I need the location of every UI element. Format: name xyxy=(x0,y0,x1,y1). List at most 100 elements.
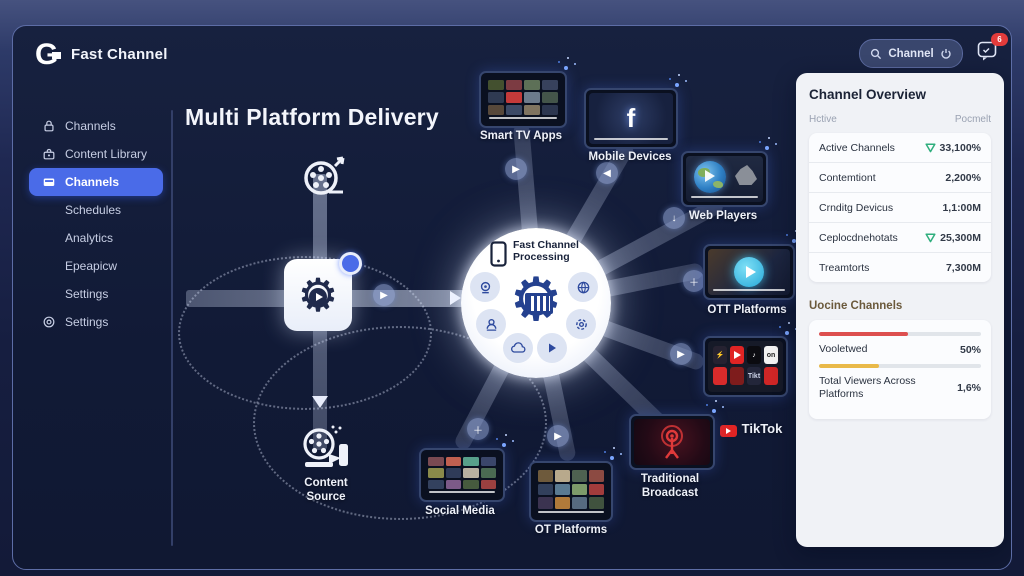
rocks-graphic xyxy=(735,165,757,185)
play-icon xyxy=(309,287,327,306)
node-label-social: Social Media xyxy=(425,505,495,517)
gear-icon: ⚙ xyxy=(297,272,338,318)
play-button-icon xyxy=(734,257,764,287)
progress-track xyxy=(819,364,981,368)
sparkle-dots xyxy=(610,456,614,460)
flow-plus-node: ＋ xyxy=(683,270,705,292)
sidebar-item-channels-active[interactable]: Channels xyxy=(29,168,163,196)
col-header-right: Pocmelt xyxy=(954,114,991,125)
play-icon xyxy=(537,333,567,363)
page-title: Multi Platform Delivery xyxy=(185,104,439,130)
sidebar-item-content-library[interactable]: Content Library xyxy=(29,140,163,168)
app-tile xyxy=(713,367,727,385)
sidebar-item-epeapicw[interactable]: Epeapicw xyxy=(29,252,163,280)
flow-play-node: ▶ xyxy=(547,425,569,447)
antenna-icon xyxy=(661,425,683,459)
cloud-icon xyxy=(503,333,533,363)
app-window: G Fast Channel Channel 6 Channels Conten… xyxy=(12,25,1012,570)
broadcast-screen xyxy=(629,409,716,470)
panel-title: Channel Overview xyxy=(809,87,927,102)
flow-dot-node: ▶ xyxy=(670,343,692,365)
webcam-icon xyxy=(470,272,500,302)
sidebar-item-analytics[interactable]: Analytics xyxy=(29,224,163,252)
table-row: Ceplocdnehotats 25,300M xyxy=(809,223,991,253)
brand-logo-icon: G xyxy=(35,38,69,72)
processing-gear-box: ⚙ xyxy=(284,259,352,331)
content-source-icon xyxy=(295,424,355,481)
table-row: Treamtorts 7,300M xyxy=(819,261,981,274)
notifications-button[interactable]: 6 xyxy=(977,33,1008,63)
sidebar-item-label: Channels xyxy=(65,119,116,133)
progress-card: Vooletwed 50% Total Viewers Across Platf… xyxy=(809,320,991,419)
sparkle-dots xyxy=(785,331,789,335)
sidebar-item-settings[interactable]: Settings xyxy=(29,280,163,308)
sidebar-item-label: Epeapicw xyxy=(65,259,118,273)
flow-down-node: ↓ xyxy=(663,207,685,229)
mobile-devices-screen: f xyxy=(584,83,679,149)
flow-arrow-right xyxy=(450,291,461,305)
check-down-icon xyxy=(925,232,936,242)
node-label-tiktok: TikTok xyxy=(701,422,801,437)
logo-letter: G xyxy=(35,38,59,71)
node-label-smart-tv: Smart TV Apps xyxy=(479,130,562,142)
sidebar: Channels Content Library Channels Schedu… xyxy=(29,112,163,336)
search-icon xyxy=(871,48,882,59)
film-reel-icon xyxy=(299,152,351,209)
col-header-left: Hctive xyxy=(809,114,837,125)
settings-ring-icon xyxy=(566,309,596,339)
sidebar-divider xyxy=(171,110,173,546)
phone-icon xyxy=(490,241,507,272)
hub-gear-icon: ⚙ xyxy=(506,268,566,332)
app-tile-on: on xyxy=(764,346,778,364)
channel-overview-panel: Channel Overview Hctive Pocmelt Active C… xyxy=(796,73,1004,547)
stats-table: Active Channels 33,100% Contemtiont 2,20… xyxy=(809,133,991,282)
node-label-broadcast: Traditional Broadcast xyxy=(640,473,700,499)
app-tile-bolt: ⚡ xyxy=(713,346,727,364)
flow-arrow-node: ◀ xyxy=(596,162,618,184)
app-tile-tikt: Tikt xyxy=(747,367,761,385)
user-icon xyxy=(476,309,506,339)
power-icon xyxy=(941,48,951,59)
app-tile xyxy=(730,367,744,385)
check-down-icon xyxy=(924,142,936,152)
ott-platforms-screen xyxy=(703,239,796,300)
youtube-play-icon xyxy=(719,425,737,437)
sidebar-item-settings-2[interactable]: Settings xyxy=(29,308,163,336)
sparkle-dots xyxy=(564,66,568,70)
channel-search-label: Channel xyxy=(888,47,934,60)
chat-icon xyxy=(977,41,997,61)
progress-fill-red xyxy=(819,332,909,336)
sidebar-item-label: Analytics xyxy=(65,231,114,245)
progress-row: Vooletwed 50% xyxy=(819,343,981,356)
sparkle-dots xyxy=(675,83,679,87)
briefcase-icon xyxy=(41,147,56,162)
notification-badge: 6 xyxy=(991,33,1008,46)
facebook-logo: f xyxy=(626,103,636,133)
flow-arrow-down xyxy=(312,396,328,408)
sparkle-dots xyxy=(765,146,769,150)
section-title: Uocine Channels xyxy=(809,300,903,312)
sidebar-item-channels[interactable]: Channels xyxy=(29,112,163,140)
brand-name: Fast Channel xyxy=(71,46,168,63)
status-dot xyxy=(339,252,362,275)
flow-plus-node: ＋ xyxy=(467,418,489,440)
progress-row: Total Viewers Across Platforms 1,6% xyxy=(819,375,981,400)
sparkle-dots xyxy=(792,239,796,243)
sparkle-dots xyxy=(712,409,716,413)
flow-play-node: ▶ xyxy=(505,158,527,180)
flow-play-node: ▶ xyxy=(373,284,395,306)
sidebar-item-schedules[interactable]: Schedules xyxy=(29,196,163,224)
globe-icon xyxy=(568,272,598,302)
sidebar-item-label: Settings xyxy=(65,287,109,301)
hub-title: Fast Channel Processing xyxy=(513,239,579,263)
ott-bottom-screen xyxy=(529,456,614,522)
node-label-ott-bottom: OT Platforms xyxy=(534,524,608,536)
sidebar-item-label: Channels xyxy=(65,175,120,189)
sidebar-item-label: Settings xyxy=(65,315,109,329)
fast-channel-hub: Fast Channel Processing ⚙ xyxy=(461,228,611,378)
channel-search-button[interactable]: Channel xyxy=(859,39,963,68)
app-tile xyxy=(764,367,778,385)
logo-flag-shape xyxy=(52,52,61,59)
lock-icon xyxy=(41,119,56,134)
